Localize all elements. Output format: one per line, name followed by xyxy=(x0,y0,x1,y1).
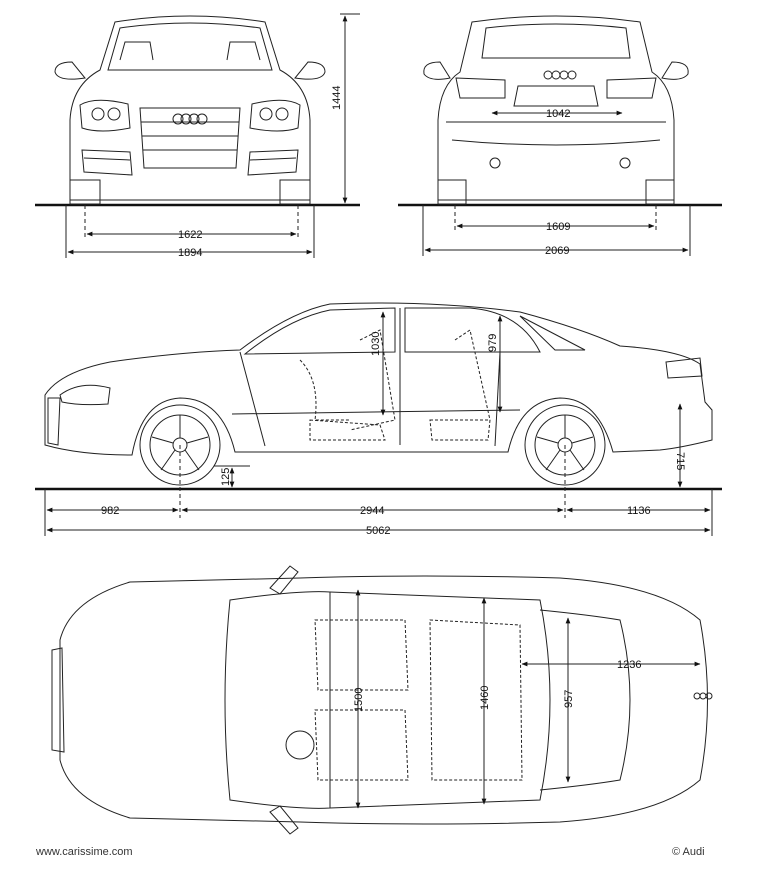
website-credit: www.carissime.com xyxy=(36,846,133,858)
rear-width-label: 2069 xyxy=(545,245,569,257)
wheelbase-label: 2944 xyxy=(360,505,384,517)
clearance-label: 125 xyxy=(220,468,232,486)
rear-track-label: 1609 xyxy=(546,221,570,233)
front-width-label: 1894 xyxy=(178,247,202,259)
length-label: 5062 xyxy=(366,525,390,537)
front-view xyxy=(35,13,360,258)
front-height-label: 1444 xyxy=(331,86,343,110)
rear-height-label: 715 xyxy=(674,452,686,470)
front-shoulder-label: 1500 xyxy=(353,688,365,712)
rear-headroom-label: 979 xyxy=(487,334,499,352)
rear-view xyxy=(398,15,722,256)
front-headroom-label: 1030 xyxy=(370,332,382,356)
side-view xyxy=(35,302,722,536)
rear-shoulder-label: 1460 xyxy=(479,686,491,710)
top-view xyxy=(51,565,713,835)
rear-plate-label: 1042 xyxy=(546,108,570,120)
front-track-label: 1622 xyxy=(178,229,202,241)
trunk-width-label: 957 xyxy=(563,690,575,708)
trunk-length-label: 1236 xyxy=(617,659,641,671)
rear-overhang-label: 1136 xyxy=(627,505,651,517)
copyright-credit: © Audi xyxy=(672,846,705,858)
front-overhang-label: 982 xyxy=(101,505,119,517)
